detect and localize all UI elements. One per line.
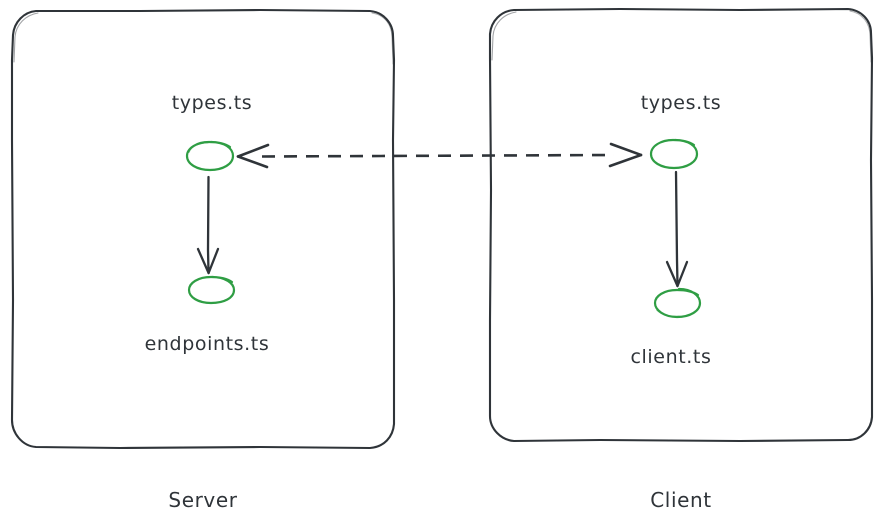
node-ellipse-client-types[interactable] bbox=[649, 138, 699, 170]
node-label-server-types: types.ts bbox=[171, 92, 253, 114]
group-label-server: Server bbox=[168, 488, 238, 512]
edge-client-types-to-client[interactable] bbox=[665, 170, 689, 288]
edge-shared-types-link[interactable] bbox=[236, 142, 643, 169]
node-label-server-endpoints: endpoints.ts bbox=[144, 333, 270, 355]
edge-server-types-to-endpoints[interactable] bbox=[196, 175, 220, 275]
node-label-client-client: client.ts bbox=[630, 346, 712, 368]
node-label-client-types: types.ts bbox=[640, 92, 722, 114]
group-label-client: Client bbox=[650, 488, 712, 512]
node-ellipse-client-client[interactable] bbox=[653, 287, 702, 319]
node-ellipse-server-endpoints[interactable] bbox=[187, 275, 236, 305]
node-ellipse-server-types[interactable] bbox=[185, 140, 235, 172]
group-box-server[interactable] bbox=[10, 8, 396, 450]
group-box-client[interactable] bbox=[488, 7, 874, 443]
